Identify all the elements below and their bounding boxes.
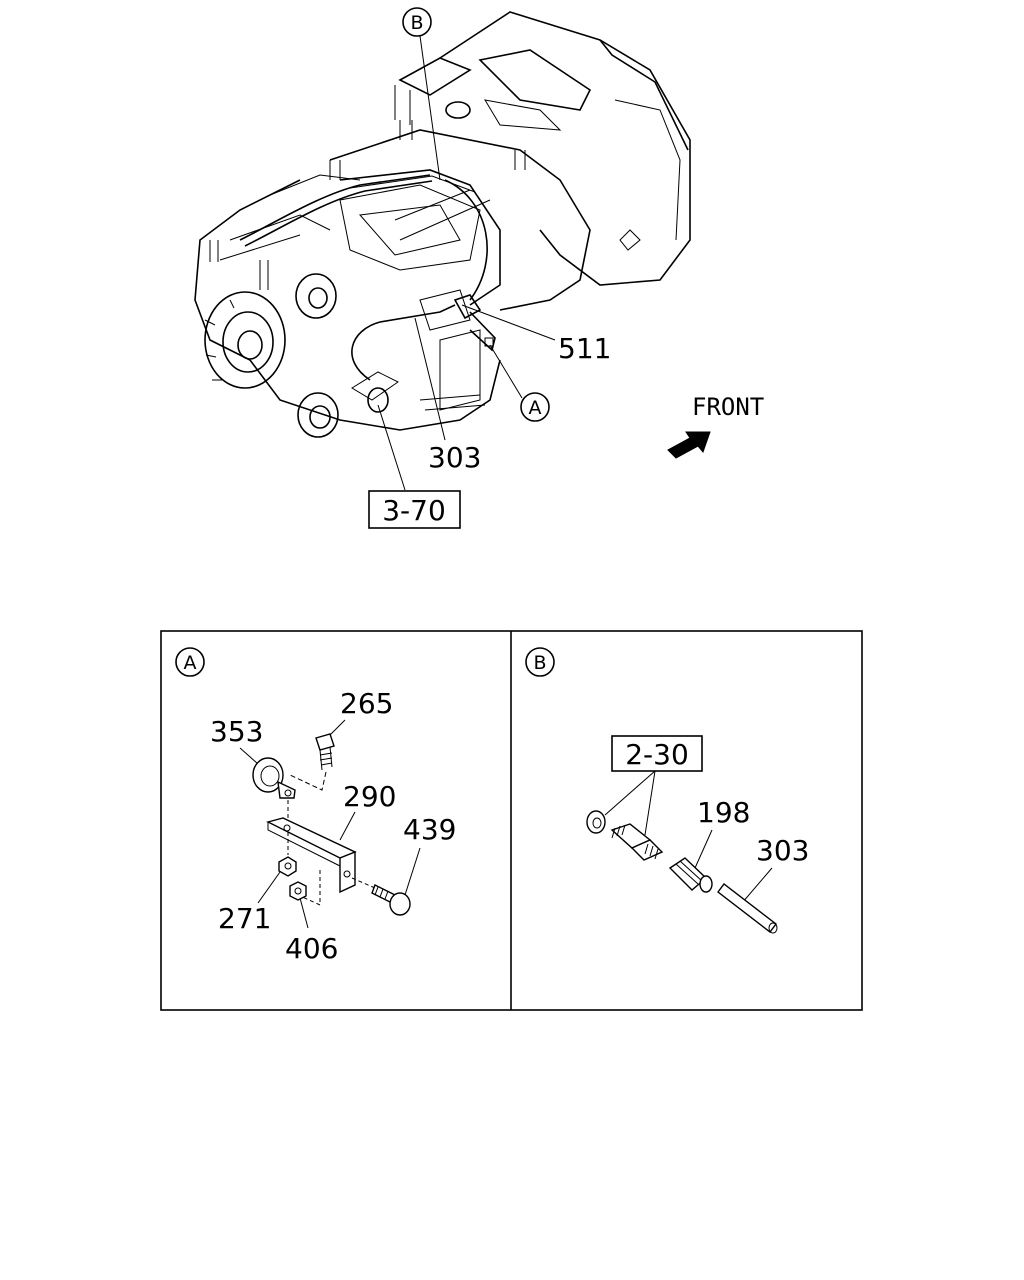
- label-353: 353: [210, 715, 263, 748]
- label-303-detail: 303: [756, 834, 809, 867]
- label-271: 271: [218, 902, 271, 935]
- nut-271: [278, 856, 297, 877]
- front-indicator: FRONT: [667, 393, 764, 459]
- washer: [586, 810, 606, 834]
- transmission-assembly: [194, 11, 691, 438]
- panel-b-marker: B: [533, 652, 546, 674]
- label-265: 265: [340, 687, 393, 720]
- callout-a-main: A: [489, 344, 550, 422]
- detail-panel-b: B 2-30 198 303: [525, 647, 809, 934]
- label-439: 439: [403, 813, 456, 846]
- label-198: 198: [697, 796, 750, 829]
- label-290: 290: [343, 780, 396, 813]
- detail-panel-a: A 265 353 290 439 271: [175, 647, 456, 965]
- panel-a-marker-circle: [175, 647, 205, 677]
- callout-303-main: 303: [414, 317, 481, 474]
- front-arrow-icon: [667, 431, 711, 459]
- callout-b-text: B: [410, 12, 423, 34]
- ref-box-2-30: [611, 735, 703, 772]
- callout-a-text: A: [529, 397, 542, 419]
- label-303-main: 303: [428, 441, 481, 474]
- label-406: 406: [285, 932, 338, 965]
- panel-b-marker-circle: [525, 647, 555, 677]
- panel-a-marker: A: [184, 652, 197, 674]
- callout-b-top: B: [402, 7, 441, 181]
- callout-511: 511: [461, 304, 611, 365]
- callout-a-circle: [520, 392, 550, 422]
- ref-box-3-70: [368, 490, 461, 529]
- tube-303: [717, 883, 777, 933]
- label-3-70: 3-70: [382, 494, 446, 527]
- label-2-30: 2-30: [625, 738, 689, 771]
- label-511: 511: [558, 332, 611, 365]
- front-label: FRONT: [692, 393, 764, 421]
- nut-406: [289, 881, 307, 901]
- reference-3-70: 3-70: [368, 404, 461, 529]
- bolt-265: [315, 733, 335, 751]
- callout-b-circle: [402, 7, 432, 37]
